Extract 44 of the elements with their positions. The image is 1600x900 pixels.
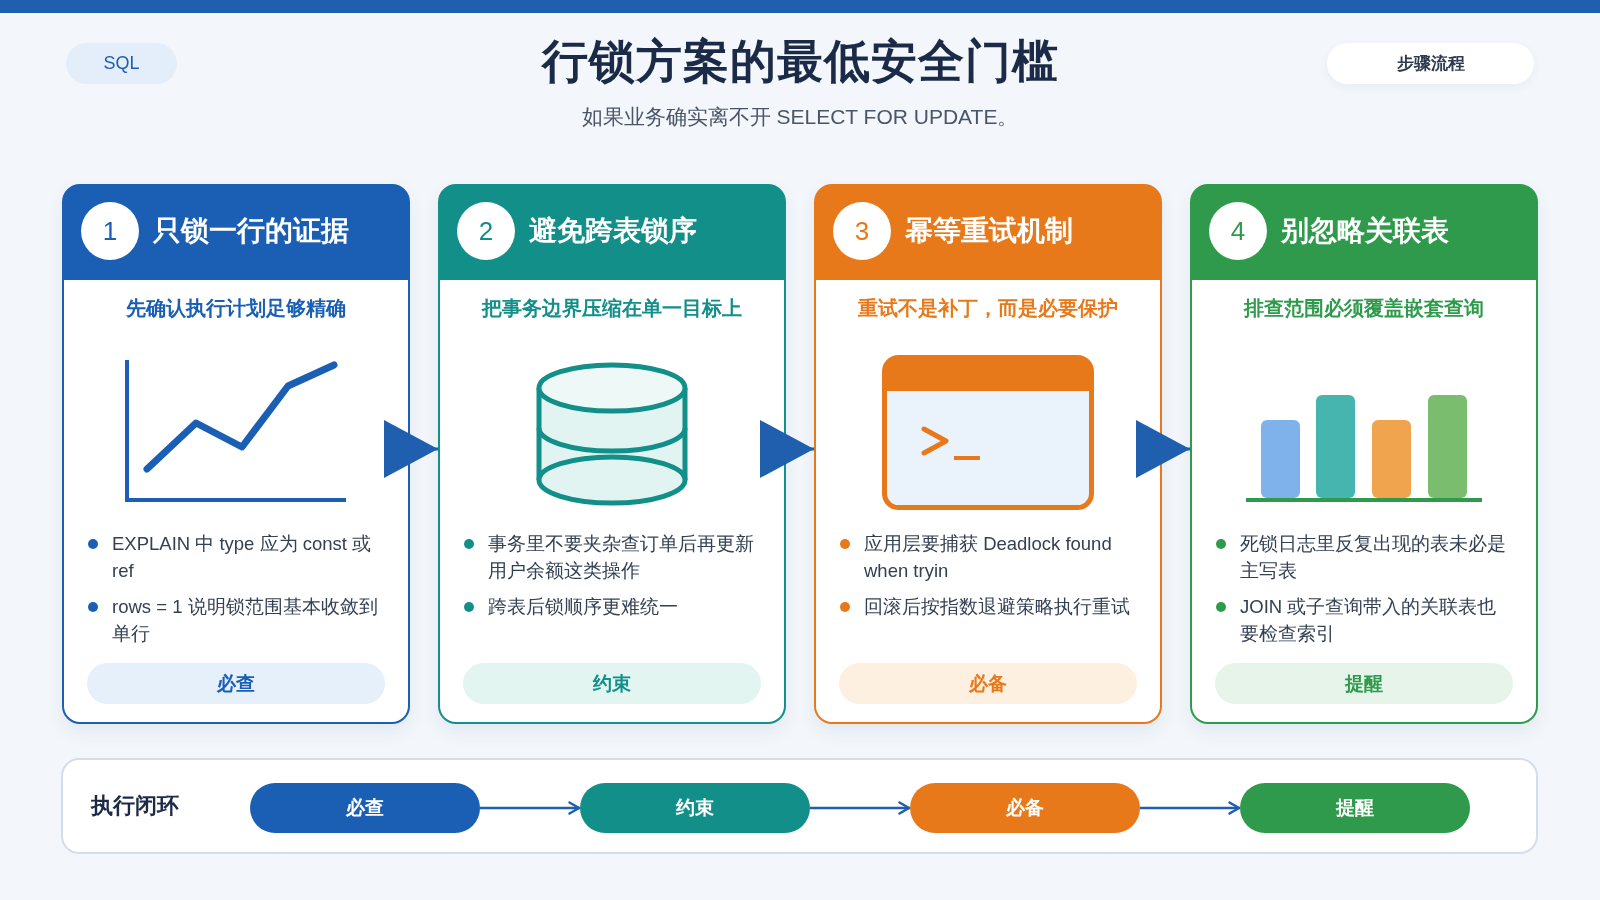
step-card (814, 184, 1162, 724)
bullet-text: 应用层要捕获 Deadlock found when tryin (864, 532, 1113, 583)
step-pill: 必查 (250, 783, 480, 833)
pill-label: 步骤流程 (1327, 43, 1534, 84)
step-card (62, 184, 410, 724)
triangle-arrow (760, 420, 814, 478)
triangle-arrow (384, 420, 438, 478)
title: 行锁方案的最低安全门槛 (541, 34, 1059, 89)
card-subtitle: 先确认执行计划足够精确 (126, 296, 346, 321)
card-title: 只锁一行的证据 (153, 214, 349, 248)
card-title: 避免跨表锁序 (529, 214, 697, 248)
arrow (480, 801, 581, 815)
bullet-text: JOIN 或子查询带入的关联表也要检查索引 (1240, 595, 1498, 646)
tag-pill: 必备 (839, 663, 1137, 704)
card-subtitle: 把事务边界压缩在单一目标上 (482, 296, 742, 321)
card-title: 幂等重试机制 (905, 214, 1073, 248)
step-pill: 提醒 (1240, 783, 1470, 833)
step-card (1190, 184, 1538, 724)
bullet-text: 事务里不要夹杂查订单后再更新用户余额这类操作 (488, 532, 755, 583)
subtitle: 如果业务确实离不开 SELECT FOR UPDATE。 (581, 104, 1019, 130)
bullet-text: rows = 1 说明锁范围基本收敛到单行 (112, 595, 379, 646)
pill-label: SQL (66, 43, 177, 84)
arrow (810, 801, 911, 815)
triangle-arrow (1136, 420, 1190, 478)
tag-pill: 提醒 (1215, 663, 1513, 704)
number-circle: 4 (1209, 202, 1267, 260)
tag-pill: 必查 (87, 663, 385, 704)
tag-pill: 约束 (463, 663, 761, 704)
bullet-text: EXPLAIN 中 type 应为 const 或 ref (112, 532, 373, 583)
bullet-text: 死锁日志里反复出现的表未必是主写表 (1240, 532, 1507, 583)
arrow (1140, 801, 1241, 815)
step-pill: 约束 (580, 783, 810, 833)
number-circle: 3 (833, 202, 891, 260)
card-subtitle: 排查范围必须覆盖嵌套查询 (1244, 296, 1484, 321)
bullet-text: 回滚后按指数退避策略执行重试 (864, 595, 1130, 619)
number-circle: 1 (81, 202, 139, 260)
card-subtitle: 重试不是补丁，而是必要保护 (858, 296, 1118, 321)
card-title: 别忽略关联表 (1281, 214, 1449, 248)
panel-heading: 执行闭环 (91, 792, 179, 820)
step-pill: 必备 (910, 783, 1140, 833)
bullet-text: 跨表后锁顺序更难统一 (488, 595, 678, 619)
step-card (438, 184, 786, 724)
flow-panel (61, 758, 1538, 854)
number-circle: 2 (457, 202, 515, 260)
